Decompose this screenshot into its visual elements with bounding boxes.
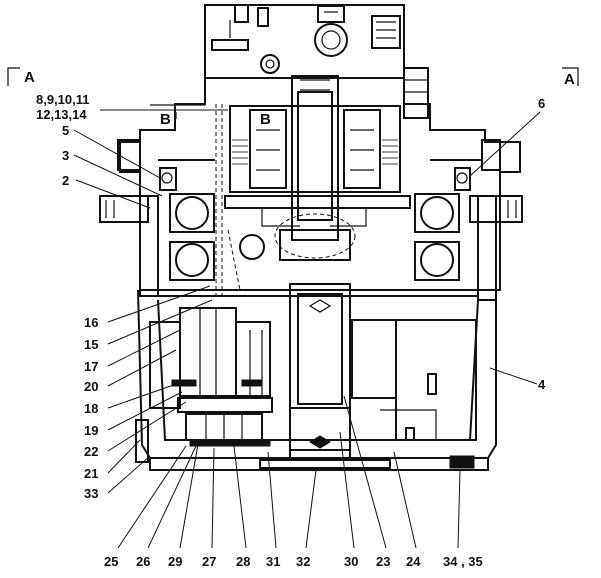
callout-31: 31 xyxy=(266,554,280,569)
bearing-balls xyxy=(169,193,460,281)
callout-23: 23 xyxy=(376,554,390,569)
section-label-b-center: B xyxy=(260,111,271,128)
callout-16: 16 xyxy=(84,315,98,330)
upper-seals xyxy=(159,167,471,191)
callout-5: 5 xyxy=(62,123,69,138)
callout-34-35: 34 , 35 xyxy=(443,554,483,569)
callout-19: 19 xyxy=(84,423,98,438)
drive-shaft xyxy=(274,75,356,261)
callout-15: 15 xyxy=(84,337,98,352)
callout-32: 32 xyxy=(296,554,310,569)
callout-26: 26 xyxy=(136,554,150,569)
right-upper-plug xyxy=(403,67,429,119)
callout-28: 28 xyxy=(236,554,250,569)
section-label-a-right: A xyxy=(564,71,575,88)
oil-passages xyxy=(215,104,241,300)
callout-25: 25 xyxy=(104,554,118,569)
section-label-b-left: B xyxy=(160,111,171,128)
callout-22: 22 xyxy=(84,444,98,459)
planetary-gears xyxy=(149,307,273,447)
callout-33: 33 xyxy=(84,486,98,501)
callout-30: 30 xyxy=(344,554,358,569)
callout-3: 3 xyxy=(62,148,69,163)
callout-24: 24 xyxy=(406,554,421,569)
callout-2: 2 xyxy=(62,173,69,188)
section-label-a-left: A xyxy=(24,69,35,86)
section-mark-b-center: B xyxy=(260,111,271,128)
right-carrier xyxy=(351,319,477,441)
callout-27: 27 xyxy=(202,554,216,569)
section-mark-b-left: B xyxy=(150,104,205,128)
callout-8-9-10-11: 8,9,10,11 xyxy=(36,92,90,107)
callout-21: 21 xyxy=(84,466,98,481)
callout-12-13-14: 12,13,14 xyxy=(36,107,87,122)
top-valve-block xyxy=(204,4,405,79)
brake-plates xyxy=(224,195,411,227)
cylinder-block xyxy=(229,105,401,193)
callout-6: 6 xyxy=(538,96,545,111)
callout-labels: 8,9,10,11 12,13,14 5 3 2 6 4 16 15 17 20… xyxy=(36,92,546,569)
leader-lines xyxy=(73,109,541,549)
output-shaft xyxy=(289,283,351,461)
callout-18: 18 xyxy=(84,401,98,416)
callout-29: 29 xyxy=(168,554,182,569)
section-mark-a-left: A xyxy=(7,67,35,86)
callout-17: 17 xyxy=(84,359,98,374)
section-mark-a-right: A xyxy=(562,67,579,88)
callout-20: 20 xyxy=(84,379,98,394)
bottom-cover xyxy=(135,419,488,469)
callout-4: 4 xyxy=(538,377,546,392)
